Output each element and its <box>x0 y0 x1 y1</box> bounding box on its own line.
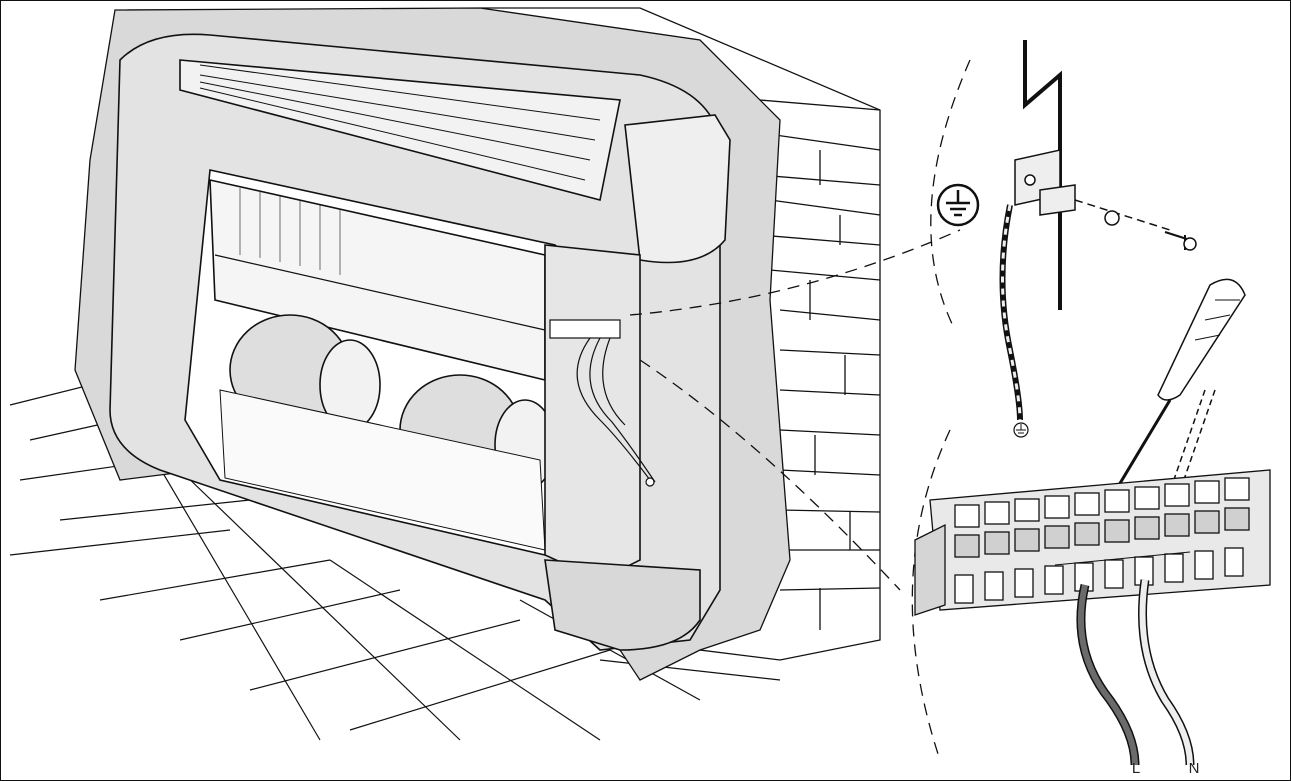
label-line: L <box>1132 760 1140 777</box>
earth-tag-icon <box>1013 422 1029 438</box>
earth-ground-icon <box>936 183 980 227</box>
earth-detail <box>999 40 1197 421</box>
supply-wires <box>1076 579 1195 766</box>
callout-lines <box>629 59 971 761</box>
fan-coil-unit <box>109 33 731 651</box>
label-neutral: N <box>1189 760 1200 777</box>
internal-wiring <box>549 319 656 487</box>
wire-line <box>1076 583 1140 766</box>
terminal-block <box>914 469 1271 616</box>
